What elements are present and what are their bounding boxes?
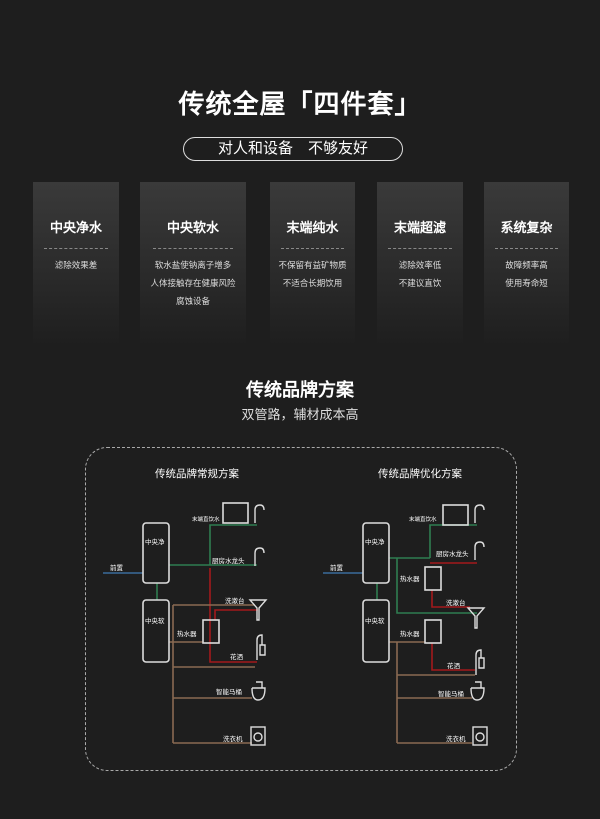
card-end-pure: 末端纯水 不保留有益矿物质 不适合长期饮用	[270, 182, 355, 347]
divider	[153, 248, 233, 249]
card-title: 系统复杂	[500, 221, 553, 236]
card-text: 故障频率高	[505, 261, 548, 271]
page-title: 传统全屋「四件套」	[178, 90, 422, 120]
label-kitchen: 厨房水龙头	[436, 549, 469, 558]
label-softener: 中央软	[145, 616, 165, 625]
card-text: 使用寿命短	[505, 279, 548, 289]
label-softener: 中央软	[365, 616, 385, 625]
label-pre: 前置	[110, 563, 124, 572]
card-text: 软水盐使钠离子增多	[154, 261, 232, 271]
label-washer: 洗衣机	[223, 734, 243, 743]
label-shower: 花洒	[447, 661, 461, 670]
divider	[43, 248, 109, 249]
label-washer: 洗衣机	[446, 734, 466, 743]
tagline-pill: 对人和设备 不够友好	[183, 137, 403, 161]
tap-icon	[474, 541, 485, 560]
label-heater: 热水器	[177, 629, 197, 638]
divider	[387, 248, 453, 249]
tap-icon	[254, 547, 265, 566]
card-title: 末端纯水	[286, 221, 339, 236]
label-basin: 洗漱台	[225, 596, 245, 605]
shower-icon	[475, 649, 485, 675]
label-toilet: 智能马桶	[216, 687, 242, 696]
divider	[494, 248, 559, 249]
tap-icon	[254, 504, 265, 523]
label-purifier: 中央净	[145, 537, 165, 546]
label-purifier: 中央净	[365, 537, 385, 546]
card-text: 腐蚀设备	[175, 297, 210, 307]
toilet-icon	[251, 681, 266, 701]
label-basin: 洗漱台	[446, 598, 466, 607]
tap-icon	[474, 504, 485, 523]
label-heater: 热水器	[400, 574, 420, 583]
card-text: 不建议直饮	[398, 279, 442, 289]
diagram-standard	[103, 502, 258, 744]
label-heater: 热水器	[400, 629, 420, 638]
divider	[280, 248, 345, 249]
card-system-complex: 系统复杂 故障频率高 使用寿命短	[484, 182, 569, 347]
label-toilet: 智能马桶	[438, 689, 464, 698]
label-drink: 末端直饮水	[409, 515, 437, 523]
washer-icon	[472, 726, 488, 746]
card-text: 不保留有益矿物质	[278, 261, 347, 271]
label-shower: 花洒	[230, 652, 244, 661]
section-subtitle: 双管路，辅材成本高	[241, 408, 359, 423]
label-kitchen: 厨房水龙头	[212, 556, 245, 565]
basin-icon	[248, 599, 268, 621]
card-text: 不适合长期饮用	[282, 279, 343, 289]
diagram-frame	[85, 447, 517, 771]
section-title: 传统品牌方案	[246, 380, 354, 401]
diagram-title: 传统品牌常规方案	[155, 467, 239, 480]
card-text: 滤除效果差	[54, 261, 98, 271]
card-central-softener: 中央软水 软水盐使钠离子增多 人体接触存在健康风险 腐蚀设备	[140, 182, 246, 347]
card-text: 滤除效率低	[398, 261, 442, 271]
washer-icon	[250, 726, 266, 746]
label-drink: 末端直饮水	[192, 515, 220, 523]
diagram-title: 传统品牌优化方案	[378, 467, 462, 480]
shower-icon	[256, 634, 266, 660]
card-central-purifier: 中央净水 滤除效果差	[33, 182, 119, 347]
card-title: 末端超滤	[393, 221, 446, 236]
diagram-optimized	[323, 504, 477, 744]
card-title: 中央净水	[49, 221, 102, 236]
card-text: 人体接触存在健康风险	[150, 279, 236, 289]
card-end-ultrafilter: 末端超滤 滤除效率低 不建议直饮	[377, 182, 463, 347]
basin-icon	[466, 607, 486, 629]
label-pre: 前置	[330, 563, 344, 572]
toilet-icon	[470, 681, 485, 701]
card-title: 中央软水	[166, 221, 219, 236]
